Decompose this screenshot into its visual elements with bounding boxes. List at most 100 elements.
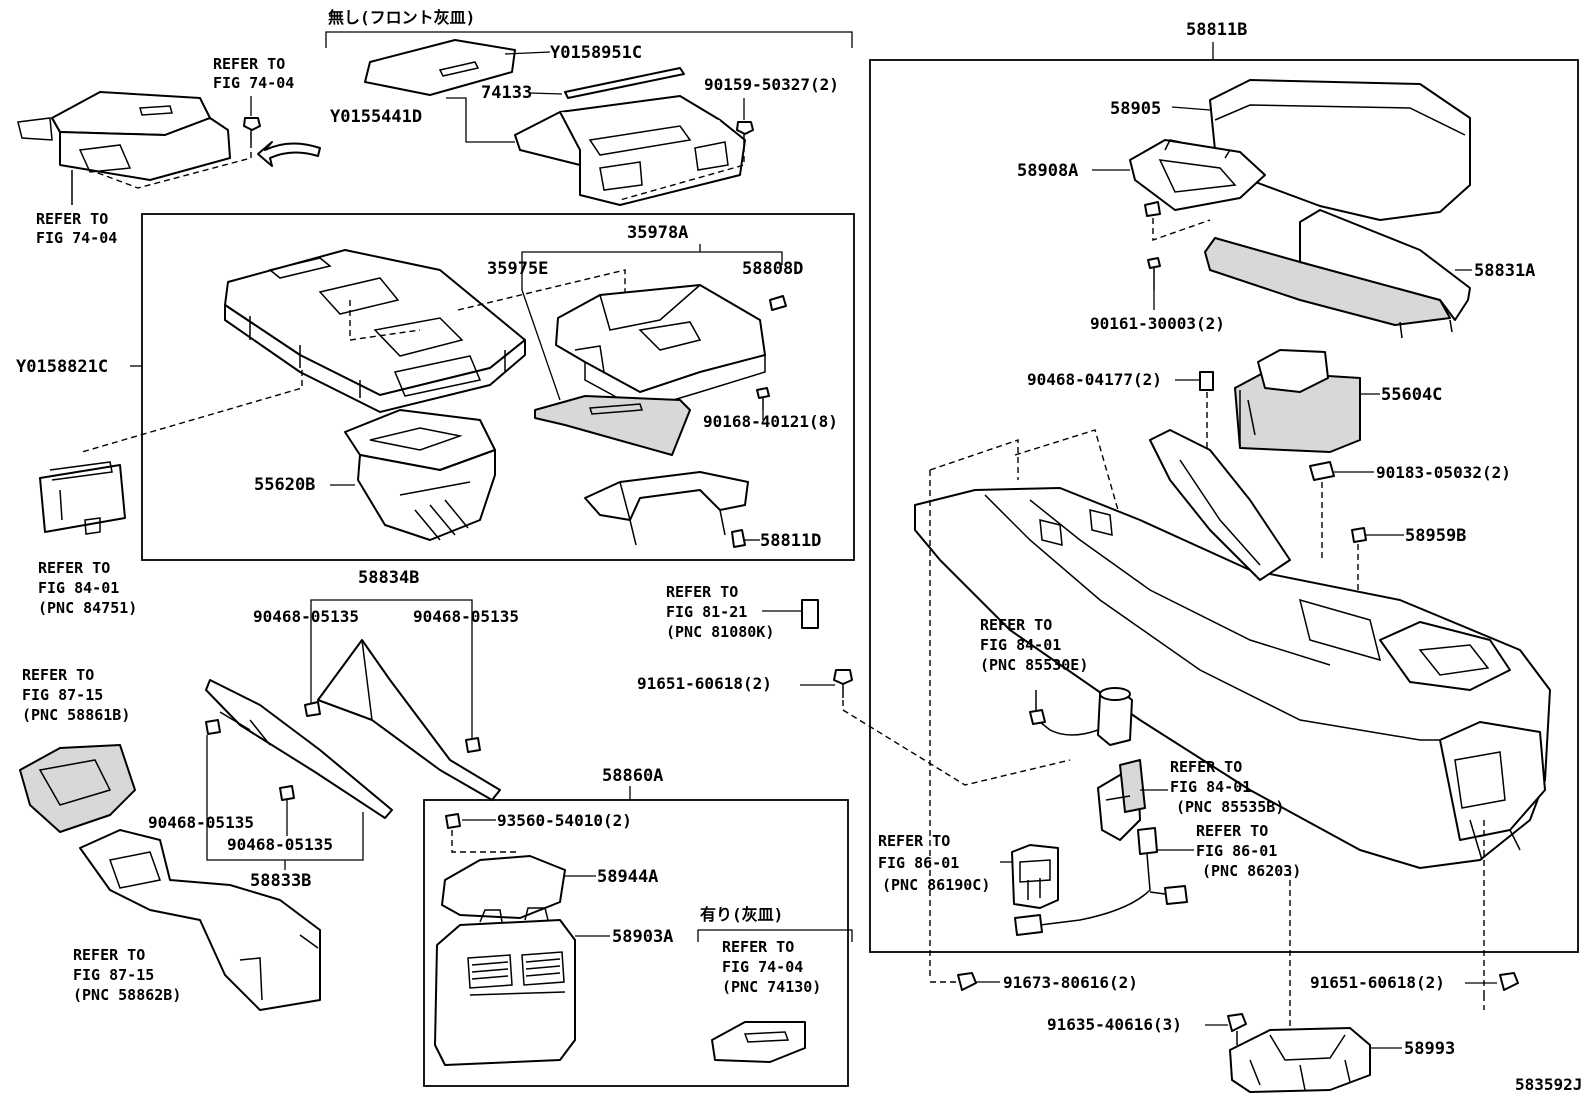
label-58811d: 58811D xyxy=(760,531,821,551)
label-refer-to-10: REFER TO xyxy=(1196,822,1268,840)
label-y0158951c: Y0158951C xyxy=(550,43,642,63)
label-90168: 90168-40121(8) xyxy=(703,412,838,431)
part-upper-panel-illustration xyxy=(224,249,526,413)
part-clip-illustration xyxy=(769,295,787,311)
bottom-right-fastener-group: 91673-80616(2) 91651-60618(2) 91635-4061… xyxy=(930,972,1519,1093)
label-fig-87-15-2: FIG 87-15 xyxy=(73,966,154,984)
label-55604c: 55604C xyxy=(1381,385,1442,405)
label-58811b: 58811B xyxy=(1186,20,1247,40)
label-fig-74-04-1: FIG 74-04 xyxy=(213,74,294,92)
screw-icon xyxy=(1147,257,1161,310)
label-refer-to-9: REFER TO xyxy=(1170,758,1242,776)
label-55620b: 55620B xyxy=(254,475,315,495)
label-90468-04177: 90468-04177(2) xyxy=(1027,370,1162,389)
label-90468-c: 90468-05135 xyxy=(148,813,254,832)
clip-icon xyxy=(445,813,461,829)
label-fig-86-01-1: FIG 86-01 xyxy=(1196,842,1277,860)
label-pnc-85535b: (PNC 85535B) xyxy=(1176,798,1284,816)
label-pnc-84751: (PNC 84751) xyxy=(38,599,137,617)
screw-icon xyxy=(756,387,770,420)
front-tray-group: 無し(フロント灰皿) REFER TO FIG 74-04 REFER TO F… xyxy=(17,8,853,247)
label-pnc-58862b: (PNC 58862B) xyxy=(73,986,181,1004)
label-58908a: 58908A xyxy=(1017,161,1078,181)
part-lighter-illustration xyxy=(1029,687,1133,746)
clip-icon xyxy=(1351,527,1367,543)
part-harness-illustration xyxy=(1014,827,1188,936)
bolt-icon xyxy=(957,972,977,991)
part-tray-body-illustration xyxy=(514,95,746,206)
label-58993: 58993 xyxy=(1404,1039,1455,1059)
label-90468-a: 90468-05135 xyxy=(253,607,359,626)
label-58944a: 58944A xyxy=(597,867,658,887)
front-tray-bracket xyxy=(325,31,853,48)
front-tray-note: 無し(フロント灰皿) xyxy=(328,8,475,27)
label-91651-1: 91651-60618(2) xyxy=(637,674,772,693)
label-refer-to-11: REFER TO xyxy=(878,832,950,850)
label-refer-to-4: REFER TO xyxy=(666,583,738,601)
part-rear-vent-illustration xyxy=(434,907,576,1066)
label-74133: 74133 xyxy=(481,83,532,103)
part-console-box-illustration xyxy=(1234,349,1361,453)
part-clip-small-illustration xyxy=(731,529,746,548)
figure-id: 583592J xyxy=(1515,1075,1582,1094)
label-refer-to-1: REFER TO xyxy=(213,55,285,73)
part-cover-plate-illustration xyxy=(534,395,691,456)
part-hinge-illustration xyxy=(1129,139,1266,217)
label-refer-to-6: REFER TO xyxy=(73,946,145,964)
label-90468-b: 90468-05135 xyxy=(413,607,519,626)
part-bracket-58993-illustration xyxy=(1229,1027,1371,1093)
label-58903a: 58903A xyxy=(612,927,673,947)
arrow-icon xyxy=(257,141,321,167)
label-fig-74-04-2: FIG 74-04 xyxy=(36,229,117,247)
part-socket-illustration xyxy=(1097,759,1146,841)
label-90161: 90161-30003(2) xyxy=(1090,314,1225,333)
label-58860a: 58860A xyxy=(602,766,663,786)
bolt-icon xyxy=(1499,972,1519,991)
part-duct-lower-illustration xyxy=(79,829,321,1011)
part-duct-upper-illustration xyxy=(19,744,136,833)
part-switch-module-illustration xyxy=(39,461,126,535)
label-90183: 90183-05032(2) xyxy=(1376,463,1511,482)
console-box-frame xyxy=(869,59,1579,953)
part-frame-bracket-illustration xyxy=(555,284,766,411)
label-fig-84-01-3: FIG 84-01 xyxy=(1170,778,1251,796)
label-58959b: 58959B xyxy=(1405,526,1466,546)
label-58905: 58905 xyxy=(1110,99,1161,119)
bolt-icon xyxy=(833,669,853,685)
label-pnc-58861b: (PNC 58861B) xyxy=(22,706,130,724)
rear-box-frame xyxy=(423,799,849,1087)
part-hinge-cover-illustration xyxy=(1204,209,1471,339)
upper-panel-box-group: 35978A Y0158821C 35975E xyxy=(16,213,855,561)
rear-ash-note: 有り(灰皿) xyxy=(700,905,783,924)
label-refer-to-7: REFER TO xyxy=(722,938,794,956)
label-refer-to-3: REFER TO xyxy=(38,559,110,577)
part-lid-illustration xyxy=(364,39,516,96)
part-lower-bracket-illustration xyxy=(584,471,749,546)
label-58831a: 58831A xyxy=(1474,261,1535,281)
part-strip-illustration xyxy=(564,67,685,99)
label-91651-2: 91651-60618(2) xyxy=(1310,973,1445,992)
label-90468-d: 90468-05135 xyxy=(227,835,333,854)
label-y0155441d: Y0155441D xyxy=(330,107,422,127)
label-91673: 91673-80616(2) xyxy=(1003,973,1138,992)
label-y0158821c: Y0158821C xyxy=(16,357,108,377)
rear-box-group: 58860A 93560-54010(2) 58944A 58903A 有り(灰… xyxy=(423,766,853,1087)
part-lower-side-panel-illustration xyxy=(205,679,393,819)
label-58834b: 58834B xyxy=(358,568,419,588)
label-refer-to-5: REFER TO xyxy=(22,666,94,684)
label-fig-86-01-2: FIG 86-01 xyxy=(878,854,959,872)
label-58833b: 58833B xyxy=(250,871,311,891)
label-35975e: 35975E xyxy=(487,259,548,279)
part-switch-illustration xyxy=(1011,844,1059,909)
part-rear-cover-illustration xyxy=(441,855,566,919)
label-91635: 91635-40616(3) xyxy=(1047,1015,1182,1034)
label-refer-to-8: REFER TO xyxy=(980,616,1052,634)
label-fig-81-21: FIG 81-21 xyxy=(666,603,747,621)
label-fig-84-01-1: FIG 84-01 xyxy=(38,579,119,597)
label-90159: 90159-50327(2) xyxy=(704,75,839,94)
clip-icon xyxy=(1309,461,1335,481)
console-assembly-group: 58811B 58905 58908A 90161-30003(2) xyxy=(869,20,1579,1045)
part-connector-illustration xyxy=(801,599,819,629)
label-93560: 93560-54010(2) xyxy=(497,811,632,830)
